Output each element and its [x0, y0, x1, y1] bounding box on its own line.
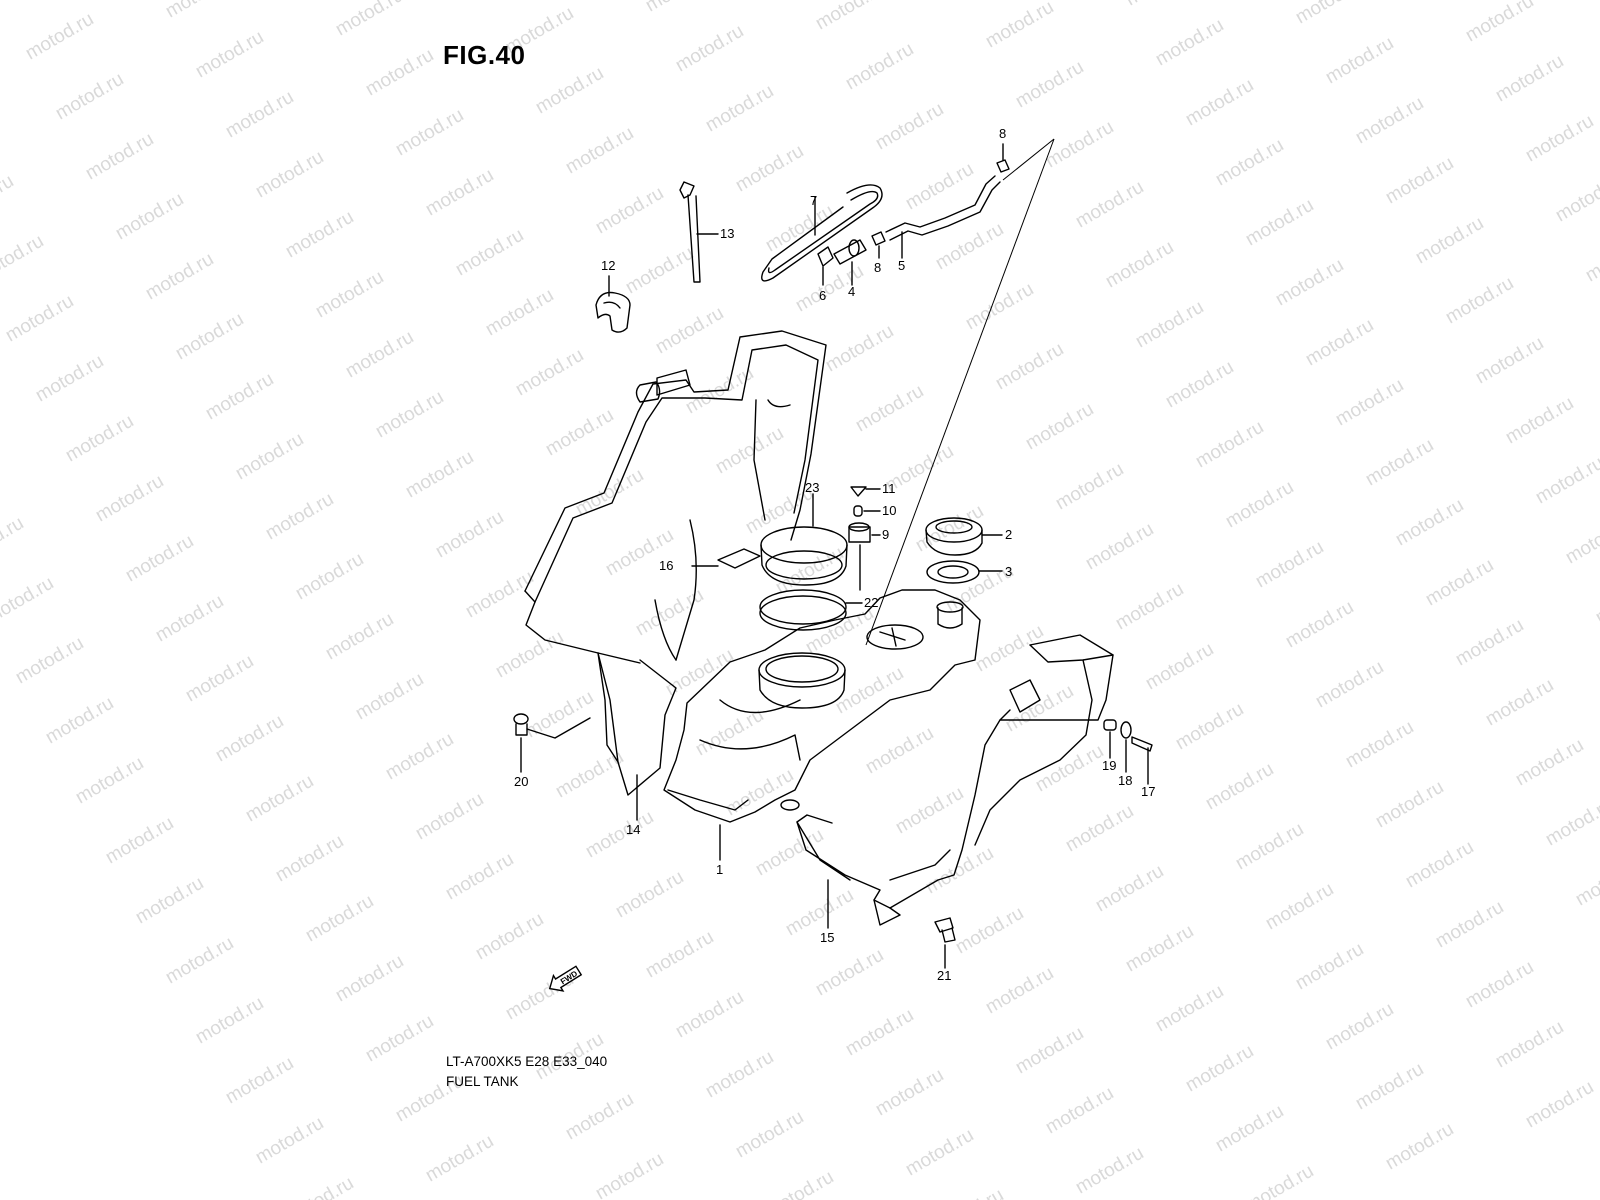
part-13-cable-tie	[679, 181, 719, 283]
label-18: 18	[1118, 773, 1132, 788]
label-6: 6	[819, 288, 826, 303]
label-23: 23	[805, 480, 819, 495]
part-20-bolt	[513, 713, 591, 773]
label-7: 7	[810, 193, 817, 208]
part-19-collar	[1103, 719, 1117, 759]
label-10: 10	[882, 503, 896, 518]
label-16: 16	[659, 558, 673, 573]
part-22-gasket	[759, 589, 863, 631]
part-8-clamp-upper	[996, 143, 1010, 173]
part-11-bolt	[850, 486, 881, 497]
label-2: 2	[1005, 527, 1012, 542]
part-21-rivet	[934, 917, 956, 969]
part-10-collar	[853, 505, 881, 517]
part-12-clamp	[595, 275, 631, 333]
part-14-left-guard	[524, 330, 827, 821]
label-19: 19	[1102, 758, 1116, 773]
part-4-valve	[833, 239, 867, 286]
label-9: 9	[882, 527, 889, 542]
label-14: 14	[626, 822, 640, 837]
label-1: 1	[716, 862, 723, 877]
label-3: 3	[1005, 564, 1012, 579]
label-8a: 8	[999, 126, 1006, 141]
label-21: 21	[937, 968, 951, 983]
part-number-labels: 1 2 3 4 5 6 7 8 8 9 10 11 12 13 14 15 16…	[514, 126, 1155, 983]
part-17-bolt	[1131, 736, 1153, 785]
label-4: 4	[848, 284, 855, 299]
label-8b: 8	[874, 260, 881, 275]
part-2-fuel-cap	[925, 517, 1003, 556]
part-3-cap-gasket	[926, 560, 1003, 584]
label-17: 17	[1141, 784, 1155, 799]
label-20: 20	[514, 774, 528, 789]
part-9-grommet	[848, 522, 881, 543]
label-11: 11	[882, 481, 896, 496]
fwd-arrow: FWD	[548, 965, 583, 992]
label-12: 12	[601, 258, 615, 273]
label-15: 15	[820, 930, 834, 945]
part-15-right-guard	[796, 634, 1114, 929]
part-5-hose	[885, 175, 1001, 259]
part-1-fuel-tank	[663, 589, 981, 861]
part-16-label	[691, 548, 761, 569]
label-5: 5	[898, 258, 905, 273]
part-18-washer	[1120, 721, 1132, 773]
part-6-clip	[817, 246, 834, 286]
part-8-clamp-lower	[871, 231, 886, 259]
label-13: 13	[720, 226, 734, 241]
footer-model-code: LT-A700XK5 E28 E33_040	[446, 1054, 608, 1069]
label-22: 22	[864, 595, 878, 610]
footer-section-name: FUEL TANK	[446, 1074, 519, 1089]
part-7-breather-hose	[761, 184, 883, 282]
part-23-pump-ring	[760, 493, 848, 586]
figure-title: FIG.40	[443, 40, 526, 70]
